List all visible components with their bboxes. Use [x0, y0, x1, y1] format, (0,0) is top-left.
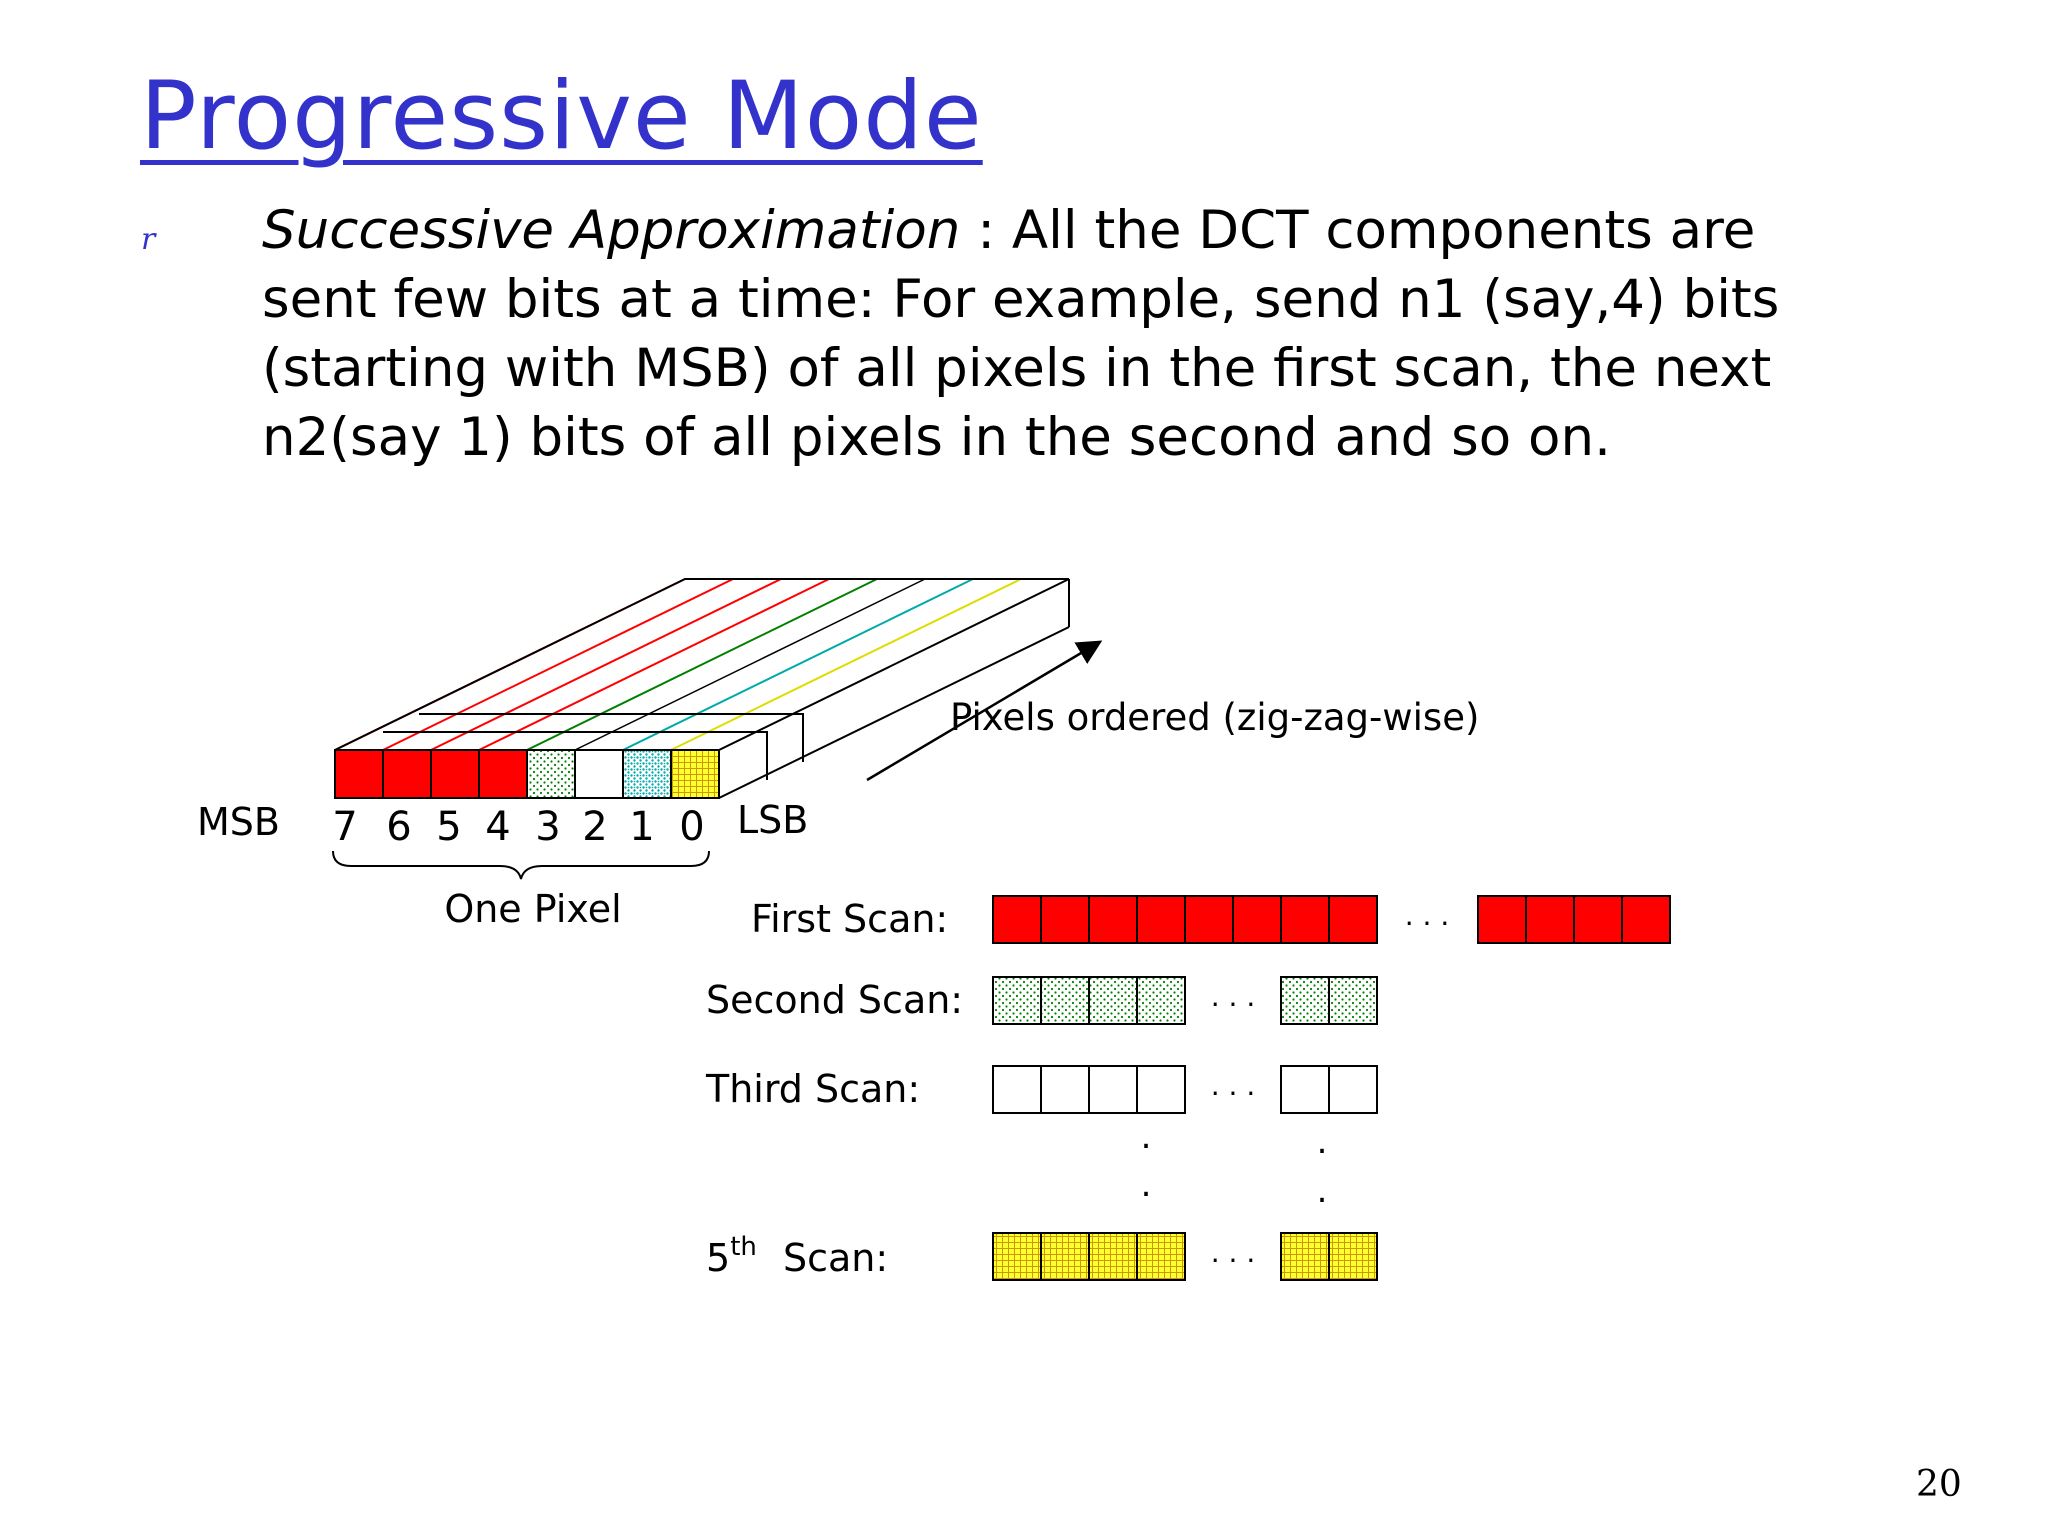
second-scan-bits: [992, 976, 1378, 1025]
bullet-marker: r: [141, 222, 156, 257]
slide-title: Progressive Mode: [140, 62, 983, 171]
bit-number-labels: 7 6 5 4 3 2 1 0: [332, 804, 704, 850]
bullet-term: Successive Approximation: [262, 200, 961, 261]
second-scan-label: Second Scan:: [706, 978, 963, 1022]
pixel-brace: [332, 850, 710, 880]
lsb-label: LSB: [737, 798, 808, 842]
stack-bottom-edge-right: [718, 626, 1070, 799]
stack-line-bit5: [430, 578, 782, 751]
first-scan-label: First Scan:: [751, 897, 948, 941]
bit-label-1: 1: [629, 804, 654, 850]
stack-line-bit6: [382, 578, 734, 751]
arrow-label: Pixels ordered (zig-zag-wise): [950, 696, 1479, 739]
bit-cell-5: [430, 749, 480, 799]
svg-text:.: .: [1141, 1165, 1152, 1205]
stack-line-bit2: [574, 578, 926, 751]
bit-label-3: 3: [535, 804, 560, 850]
bit-label-5: 5: [436, 804, 461, 850]
bit-cell-1: [622, 749, 672, 799]
third-scan-bits: [992, 1065, 1378, 1114]
stack-line-bit0: [670, 578, 1022, 751]
bit-label-7: 7: [332, 804, 357, 850]
stack-layer-2: [383, 731, 768, 780]
zigzag-arrow: [866, 640, 1103, 782]
second-scan-ellipsis: . . .: [1211, 980, 1256, 1013]
bit-label-6: 6: [386, 804, 411, 850]
bit-label-2: 2: [582, 804, 607, 850]
stack-layer-3: [419, 713, 804, 762]
page-number: 20: [1916, 1464, 1962, 1505]
third-scan-ellipsis: . . .: [1211, 1069, 1256, 1102]
bit-cell-4: [478, 749, 528, 799]
bullet-text: Successive Approximation : All the DCT c…: [262, 196, 1882, 472]
bit-cell-6: [382, 749, 432, 799]
bit-cell-0: [670, 749, 720, 799]
svg-text:.: .: [1317, 1122, 1328, 1162]
vertical-ellipsis: . . . .: [1141, 1117, 1328, 1211]
svg-text:.: .: [1317, 1171, 1328, 1211]
pixel-stack: [334, 578, 1070, 799]
stack-line-bit3: [526, 578, 878, 751]
stack-line-bit1: [622, 578, 974, 751]
third-scan-label: Third Scan:: [705, 1067, 920, 1111]
fifth-scan-ellipsis: . . .: [1211, 1236, 1256, 1269]
bit-cell-2: [574, 749, 624, 799]
msb-label: MSB: [197, 800, 280, 844]
bit-cell-3: [526, 749, 576, 799]
svg-text:.: .: [1141, 1117, 1152, 1157]
bit-label-0: 0: [679, 804, 704, 850]
stack-line-bit4: [478, 578, 830, 751]
bit-cell-7: [334, 749, 384, 799]
first-scan-ellipsis: . . .: [1405, 899, 1450, 932]
one-pixel-label: One Pixel: [444, 887, 621, 931]
fifth-scan-bits: [992, 1232, 1378, 1281]
bullet-body: : All the DCT components are sent few bi…: [262, 200, 1780, 468]
first-scan-bits: [992, 895, 1671, 944]
bit-label-4: 4: [485, 804, 510, 850]
